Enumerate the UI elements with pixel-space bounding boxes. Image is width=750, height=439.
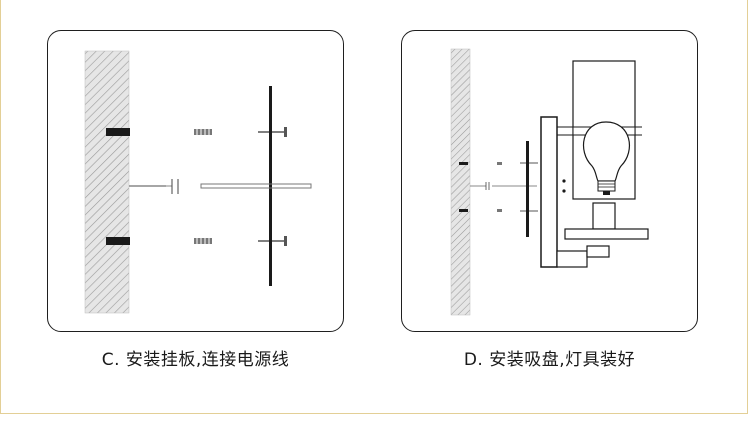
gold-frame: [0, 0, 748, 414]
wall-anchor-top: [106, 128, 130, 136]
nail-bottom: [258, 236, 287, 246]
step-d-illustration: [450, 48, 649, 316]
step-c-caption: C. 安装挂板,连接电源线: [101, 350, 290, 370]
step-c-illustration: [84, 50, 312, 314]
screw-top: [194, 129, 212, 135]
step-d-caption: D. 安装吸盘,灯具装好: [463, 350, 636, 370]
lamp-holder: [564, 202, 649, 240]
step-d-diagram-panel: [401, 30, 698, 332]
power-wire: [129, 179, 312, 194]
mounting-plate: [269, 86, 272, 286]
nail-top: [258, 127, 287, 137]
wall-anchor-bottom: [106, 237, 130, 245]
wall-anchor-top: [459, 162, 468, 165]
lamp-canopy: [540, 116, 610, 268]
screw-bottom: [194, 238, 212, 244]
screw-top: [497, 162, 502, 165]
wall: [84, 50, 130, 314]
power-wire: [470, 182, 537, 190]
mounting-plate: [526, 141, 529, 237]
wall-anchor-bottom: [459, 209, 468, 212]
wall: [450, 48, 471, 316]
screw-bottom: [497, 209, 502, 212]
light-bulb-icon: [583, 121, 630, 195]
step-c-diagram-panel: [47, 30, 344, 332]
